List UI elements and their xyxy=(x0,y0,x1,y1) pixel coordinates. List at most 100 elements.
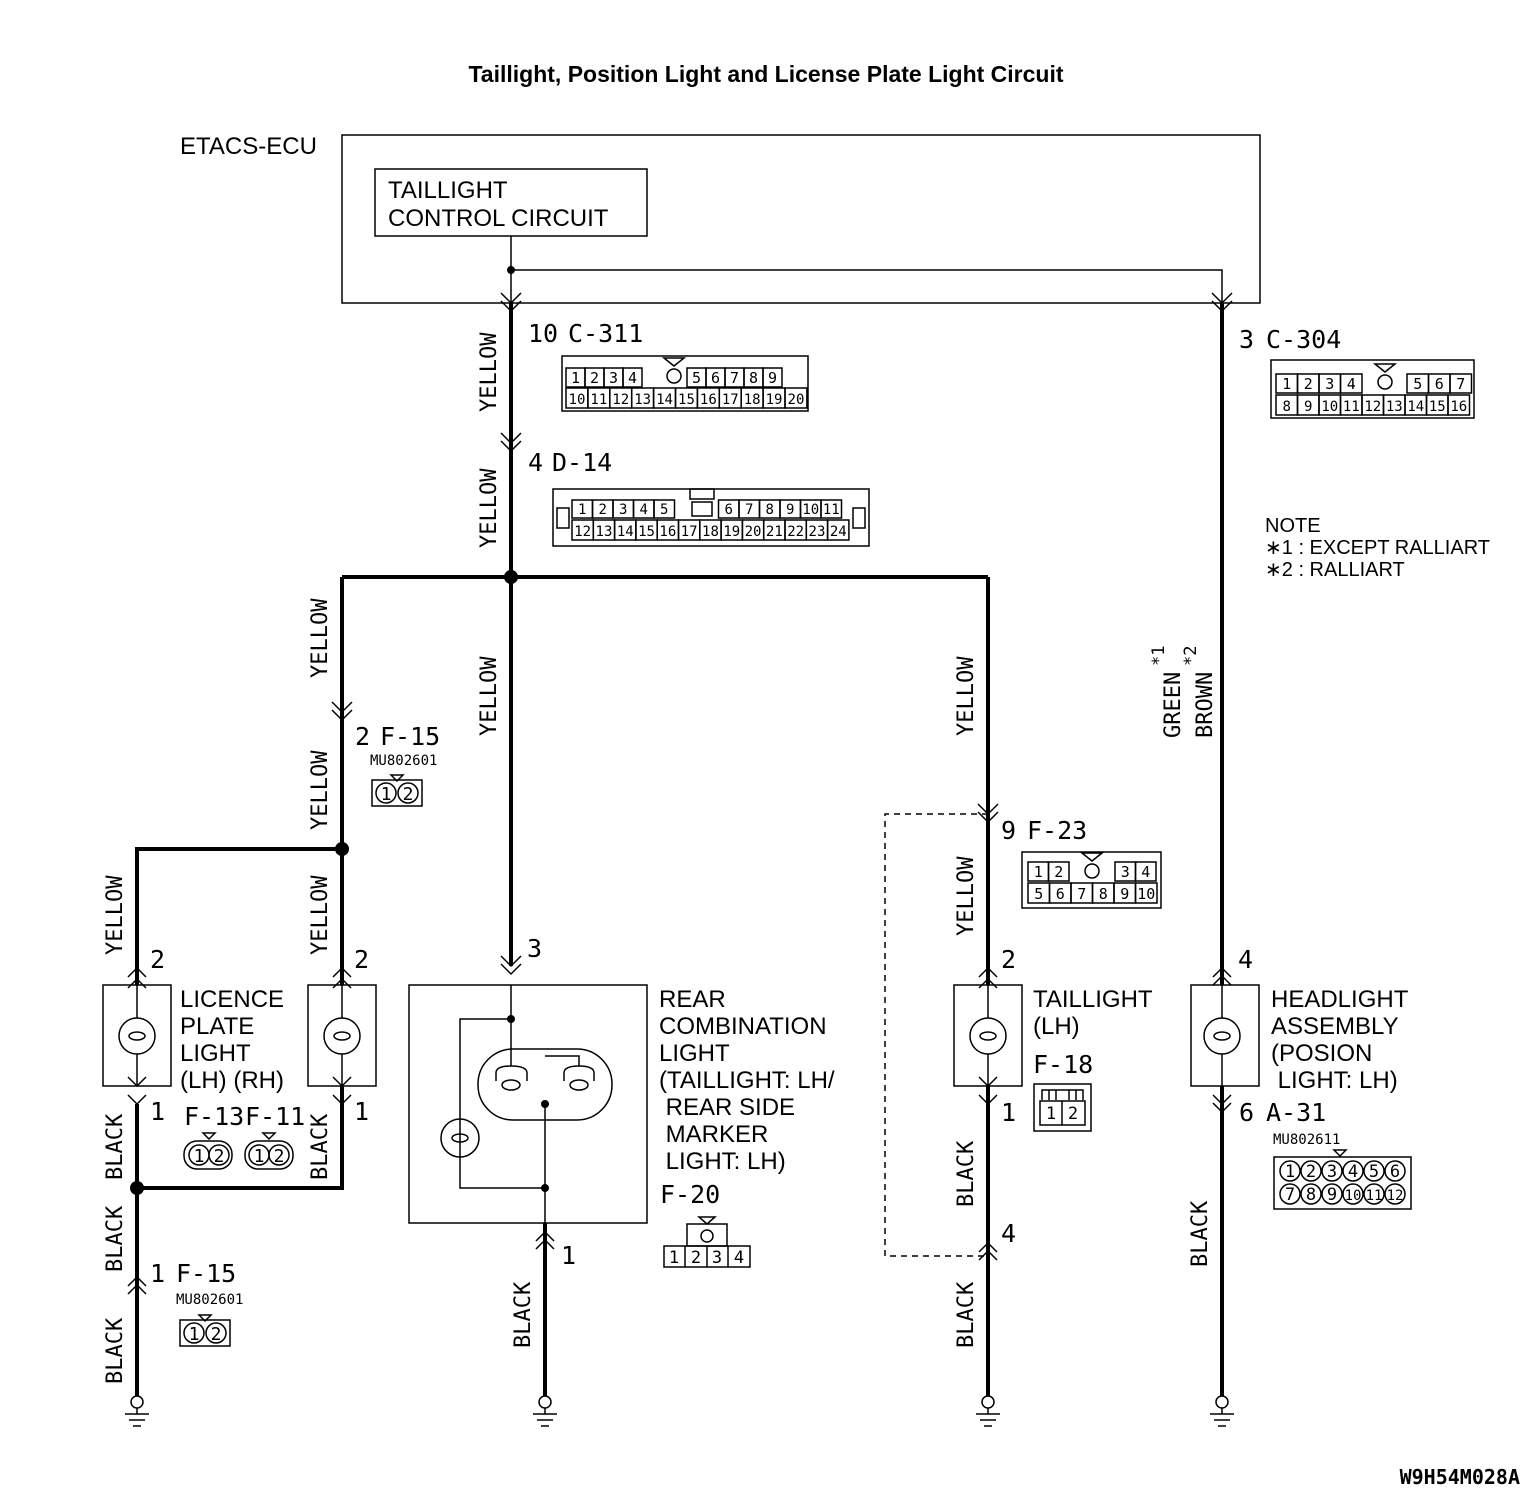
wire-color-black-f15-1: BLACK xyxy=(103,1205,128,1272)
connector-pin-cell xyxy=(1384,1160,1406,1182)
f15-bot-pin: 1 xyxy=(150,1259,165,1288)
connector-pin-label: 19 xyxy=(723,524,740,540)
rear-label-5: REAR SIDE xyxy=(659,1094,795,1121)
svg-text:3: 3 xyxy=(712,1248,722,1268)
f23-id: F-23 xyxy=(1027,816,1087,845)
connector-pin-cell xyxy=(1134,861,1157,882)
wire-color-yellow-d14: YELLOW xyxy=(477,468,502,548)
connector-pin-label: 5 xyxy=(1369,1162,1379,1182)
rear-label-1: REAR xyxy=(659,986,726,1013)
connector-pin-label: 3 xyxy=(609,369,618,387)
rear-combination-light xyxy=(408,984,648,1224)
connector-pin-label: 15 xyxy=(638,524,655,540)
licence-label-2: PLATE xyxy=(180,1013,254,1040)
connector-pin-label: 9 xyxy=(1304,399,1312,415)
connector-pin-cell xyxy=(1279,1183,1301,1205)
connector-pin-label: 6 xyxy=(711,369,720,387)
wire-color-black-tail2: BLACK xyxy=(954,1281,979,1348)
a31-pin: 6 xyxy=(1239,1098,1254,1127)
connector-pin-label: 22 xyxy=(787,524,804,540)
connector-pin-label: 8 xyxy=(749,369,758,387)
connector-pin-label: 16 xyxy=(1450,399,1467,415)
connector-pin-label: 13 xyxy=(596,524,613,540)
rear-label-4: (TAILLIGHT: LH/ xyxy=(659,1067,835,1094)
wire-color-yellow-tail1: YELLOW xyxy=(954,656,979,736)
connector-pin-label: 6 xyxy=(1056,885,1065,903)
svg-text:2: 2 xyxy=(1068,1104,1078,1124)
headlight-assembly xyxy=(1190,966,1260,1114)
connector-pin-label: 23 xyxy=(809,524,826,540)
licence-label-3: LIGHT xyxy=(180,1040,251,1067)
a31-id: A-31 xyxy=(1266,1098,1326,1127)
internal-wire xyxy=(511,269,1223,303)
wire-color-green: GREEN xyxy=(1161,672,1186,738)
connector-pin-label: 15 xyxy=(678,392,695,408)
svg-text:2: 2 xyxy=(274,1146,285,1167)
f15-top-connector-face: 1 2 xyxy=(371,774,423,807)
connector-pin-label: 19 xyxy=(766,392,783,408)
connector-pin-label: 16 xyxy=(659,524,676,540)
c304-id: C-304 xyxy=(1266,325,1341,354)
connector-pin-cell xyxy=(1339,373,1363,394)
wire-color-black-rear: BLACK xyxy=(511,1281,536,1348)
licence-label-1: LICENCE xyxy=(180,986,284,1013)
connector-pin-label: 10 xyxy=(1137,885,1155,903)
connector-pin-label: 24 xyxy=(830,524,847,540)
f13-connector-face: 1 2 xyxy=(183,1132,233,1170)
connector-pin-label: 8 xyxy=(766,502,774,518)
connector-pin-label: 2 xyxy=(599,502,607,518)
connector-pin-label: 20 xyxy=(745,524,762,540)
ground-symbol-1 xyxy=(125,1395,149,1427)
f15-bot-connector-face: 1 2 xyxy=(179,1314,231,1347)
connector-pin-label: 3 xyxy=(1325,375,1334,393)
licence-plate-light-lh xyxy=(102,966,172,1106)
connector-pin-label: 18 xyxy=(744,392,761,408)
tail-top-pin: 2 xyxy=(1001,945,1016,974)
connector-pin-label: 13 xyxy=(634,392,651,408)
f20-connector-face: 1 2 3 4 xyxy=(663,1216,751,1268)
connector-pin-label: 11 xyxy=(1343,399,1360,415)
connector-pin-label: 11 xyxy=(1366,1188,1383,1204)
connector-pin-label: 4 xyxy=(1348,1162,1358,1182)
d14-pin: 4 xyxy=(528,448,543,477)
licence-label-4: (LH) (RH) xyxy=(180,1067,284,1094)
connector-pin-label: 13 xyxy=(1386,399,1403,415)
connector-pin-label: 2 xyxy=(1306,1162,1316,1182)
connector-pin-label: 6 xyxy=(1390,1162,1400,1182)
connector-pin-label: 12 xyxy=(1364,399,1381,415)
connector-pin-label: 2 xyxy=(590,369,599,387)
connector-pin-cell xyxy=(1384,1183,1406,1205)
taillight-label-2: (LH) xyxy=(1033,1013,1080,1040)
note-title: NOTE xyxy=(1265,515,1321,537)
f18-id: F-18 xyxy=(1033,1050,1093,1079)
svg-text:1: 1 xyxy=(254,1146,265,1167)
wire-color-yellow-c311: YELLOW xyxy=(477,332,502,412)
headlight-label-4: LIGHT: LH) xyxy=(1271,1067,1398,1094)
connector-pin-label: 4 xyxy=(1347,375,1356,393)
wire-color-star2: *2 xyxy=(1181,646,1201,666)
headlight-label-3: (POSION xyxy=(1271,1040,1372,1067)
head-top-pin: 4 xyxy=(1238,945,1253,974)
connector-pin-label: 7 xyxy=(1285,1185,1295,1205)
connector-pin-label: 2 xyxy=(1054,863,1063,881)
svg-text:2: 2 xyxy=(214,1146,225,1167)
wire-color-brown: BROWN xyxy=(1193,672,1218,738)
connector-pin-cell xyxy=(1321,1160,1343,1182)
connector-pin-cell xyxy=(653,499,676,519)
ground-symbol-2 xyxy=(533,1395,557,1427)
svg-text:1: 1 xyxy=(1046,1104,1056,1124)
connector-pin-label: 1 xyxy=(1034,863,1043,881)
connector-pin-label: 12 xyxy=(612,392,629,408)
note-line1: ∗1 : EXCEPT RALLIART xyxy=(1265,537,1490,559)
connector-pin-label: 10 xyxy=(1321,399,1338,415)
connector-pin-label: 10 xyxy=(569,392,586,408)
f11-id: F-11 xyxy=(245,1102,305,1131)
connector-pin-label: 8 xyxy=(1099,885,1108,903)
connector-pin-label: 9 xyxy=(786,502,794,518)
wire-color-yellow-tail2: YELLOW xyxy=(954,856,979,936)
figure-code: W9H54M028A xyxy=(1400,1465,1520,1489)
